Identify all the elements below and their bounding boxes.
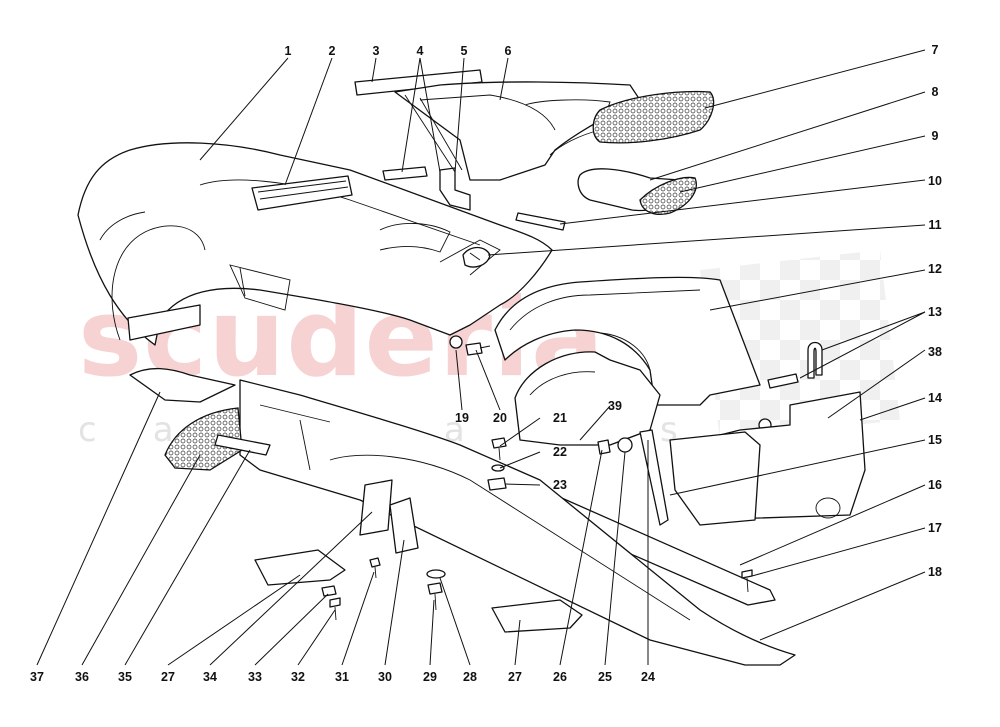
- part-29-bolt[interactable]: [427, 582, 443, 611]
- part-37-lower-bracket[interactable]: [129, 367, 236, 403]
- part-21-screw[interactable]: [491, 437, 507, 461]
- part-31-screw[interactable]: [369, 557, 381, 579]
- part-20-bolt[interactable]: [465, 342, 491, 356]
- callout-19: 19: [455, 411, 469, 425]
- callout-16: 16: [928, 478, 942, 492]
- part-6-air-duct-panel[interactable]: [394, 81, 641, 181]
- callout-2: 2: [329, 44, 336, 58]
- callout-36: 36: [75, 670, 89, 684]
- callout-1: 1: [285, 44, 292, 58]
- callout-33: 33: [248, 670, 262, 684]
- part-5-bracket[interactable]: [439, 167, 471, 211]
- part-35-pad[interactable]: [214, 434, 271, 456]
- part-26-plug[interactable]: [597, 439, 611, 455]
- callout-24: 24: [641, 670, 655, 684]
- part-10-strip[interactable]: [515, 212, 566, 231]
- callout-38: 38: [928, 345, 942, 359]
- callout-22: 22: [553, 445, 567, 459]
- callout-35: 35: [118, 670, 132, 684]
- part-15-side-panel[interactable]: [669, 431, 761, 526]
- callout-27-left: 27: [161, 670, 175, 684]
- callout-21: 21: [553, 411, 567, 425]
- part-27-bracket-right[interactable]: [491, 599, 583, 633]
- callout-numbers: 1 2 3 4 5 6 7 8 9 10 11 12 13 38 14 15 1…: [30, 43, 942, 684]
- callout-5: 5: [461, 44, 468, 58]
- callout-26: 26: [553, 670, 567, 684]
- callout-18: 18: [928, 565, 942, 579]
- callout-32: 32: [291, 670, 305, 684]
- callout-28: 28: [463, 670, 477, 684]
- part-22-washer[interactable]: [491, 464, 505, 472]
- callout-15: 15: [928, 433, 942, 447]
- part-19-nut[interactable]: [449, 335, 463, 349]
- callout-31: 31: [335, 670, 349, 684]
- callout-23: 23: [553, 478, 567, 492]
- part-30-plate[interactable]: [389, 497, 419, 554]
- part-24-seal-strip[interactable]: [639, 429, 669, 526]
- callout-29: 29: [423, 670, 437, 684]
- callout-11: 11: [928, 218, 941, 232]
- callout-25: 25: [598, 670, 612, 684]
- part-2-vent-grille[interactable]: [251, 175, 353, 211]
- callout-30: 30: [378, 670, 392, 684]
- callout-34: 34: [203, 670, 217, 684]
- callout-7: 7: [932, 43, 939, 57]
- callout-17: 17: [928, 521, 942, 535]
- callout-10: 10: [928, 174, 942, 188]
- callout-13: 13: [928, 305, 942, 319]
- checker-flag-watermark: [700, 250, 900, 440]
- callout-20: 20: [493, 411, 507, 425]
- part-4-small-strip[interactable]: [382, 166, 428, 181]
- callout-4: 4: [417, 44, 424, 58]
- callout-9: 9: [932, 129, 939, 143]
- part-32-bolt[interactable]: [329, 597, 341, 621]
- part-33-nut[interactable]: [321, 585, 337, 597]
- part-39-inner-liner[interactable]: [514, 351, 661, 446]
- part-23-nut[interactable]: [487, 477, 507, 491]
- callout-8: 8: [932, 85, 939, 99]
- callout-37: 37: [30, 670, 44, 684]
- part-36-lower-mesh[interactable]: [164, 407, 243, 471]
- callout-39: 39: [608, 399, 622, 413]
- callout-6: 6: [505, 44, 512, 58]
- part-12-wheel-arch-liner[interactable]: [494, 276, 761, 406]
- part-28-washer[interactable]: [426, 569, 446, 579]
- callout-14: 14: [928, 391, 942, 405]
- leader-lines: [36, 49, 926, 666]
- part-9-small-mesh[interactable]: [639, 176, 697, 215]
- callout-3: 3: [373, 44, 380, 58]
- part-1-body-shell[interactable]: [77, 142, 553, 346]
- part-7-mesh-grille[interactable]: [592, 90, 715, 144]
- callout-12: 12: [928, 262, 942, 276]
- callout-27-right: 27: [508, 670, 522, 684]
- part-13-u-clips[interactable]: [767, 341, 823, 389]
- part-34-plate[interactable]: [359, 479, 393, 536]
- part-25-grommet[interactable]: [617, 437, 633, 453]
- part-18-rocker-sill[interactable]: [239, 379, 796, 666]
